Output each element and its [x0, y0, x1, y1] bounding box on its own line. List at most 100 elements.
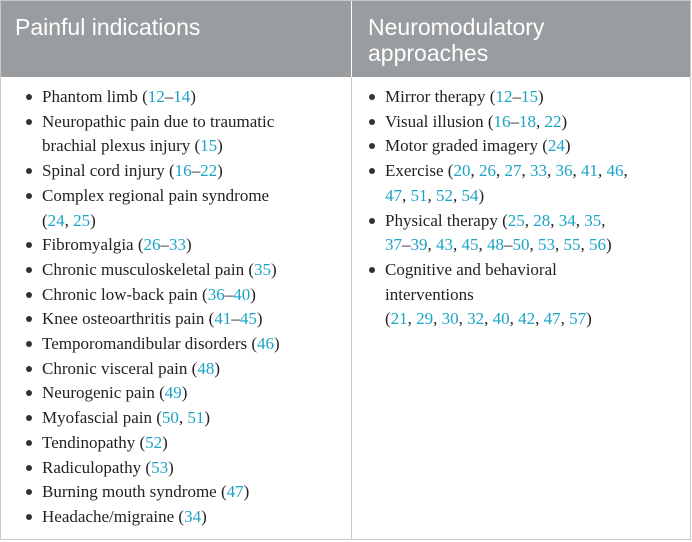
reference-link[interactable]: 34 [184, 506, 202, 526]
reference-link[interactable]: 16 [174, 161, 192, 181]
reference-link[interactable]: 14 [173, 87, 191, 106]
reference-link[interactable]: 37 [385, 235, 402, 255]
reference-link[interactable]: 48 [197, 358, 215, 378]
header-text-line: Painful indications [15, 14, 201, 40]
item-text: ) [274, 334, 280, 354]
list-item: Chronic visceral pain (48) [25, 357, 351, 382]
reference-link[interactable]: 35 [584, 210, 602, 230]
reference-link[interactable]: 56 [589, 235, 606, 255]
reference-link[interactable]: 25 [73, 210, 91, 230]
reference-link[interactable]: 40 [492, 309, 510, 329]
item-text: Chronic visceral pain ( [42, 358, 198, 378]
list-item-line: 47, 51, 52, 54) [385, 184, 690, 209]
list-item-line: Myofascial pain (50, 51) [42, 406, 351, 431]
item-text: Fibromyalgia ( [42, 235, 144, 255]
item-text: brachial plexus injury ( [42, 136, 201, 156]
reference-link[interactable]: 41 [580, 161, 598, 181]
list-item: Chronic musculoskeletal pain (35) [25, 258, 351, 283]
reference-link[interactable]: 51 [410, 185, 428, 205]
list-item: Neurogenic pain (49) [25, 381, 351, 406]
reference-link[interactable]: 32 [467, 309, 485, 329]
reference-link[interactable]: 33 [169, 235, 187, 255]
reference-link[interactable]: 43 [436, 235, 453, 255]
item-text: ) [214, 358, 220, 378]
reference-link[interactable]: 36 [555, 161, 573, 181]
reference-link[interactable]: 34 [558, 210, 576, 230]
item-text: , [536, 111, 545, 131]
reference-link[interactable]: 16 [493, 111, 511, 131]
reference-link[interactable]: 47 [543, 309, 561, 329]
reference-link[interactable]: 55 [563, 235, 581, 255]
reference-link[interactable]: 53 [538, 235, 555, 255]
reference-link[interactable]: 22 [544, 111, 562, 131]
neuromodulatory-approaches-column: Mirror therapy (12–15)Visual illusion (1… [352, 77, 690, 539]
reference-link[interactable]: 20 [453, 161, 471, 181]
reference-link[interactable]: 45 [461, 235, 479, 255]
item-text: , [601, 210, 606, 230]
reference-link[interactable]: 39 [410, 235, 428, 255]
reference-link[interactable]: 15 [200, 136, 218, 156]
reference-link[interactable]: 29 [416, 309, 434, 329]
reference-link[interactable]: 40 [233, 284, 251, 304]
item-text: ) [243, 482, 250, 502]
reference-link[interactable]: 52 [436, 185, 453, 205]
reference-link[interactable]: 52 [145, 432, 163, 452]
reference-link[interactable]: 50 [512, 235, 530, 255]
item-text: , [575, 210, 585, 230]
reference-link[interactable]: 42 [518, 309, 536, 329]
reference-link[interactable]: 36 [207, 284, 225, 304]
item-text: Headache/migraine ( [42, 506, 185, 526]
item-text: , [484, 309, 493, 329]
painful-indications-list: Phantom limb (12–14)Neuropathic pain due… [25, 85, 351, 530]
reference-link[interactable]: 12 [495, 87, 513, 106]
item-text: , [623, 161, 628, 181]
reference-link[interactable]: 45 [239, 309, 257, 329]
reference-link[interactable]: 24 [47, 210, 65, 230]
list-item: Chronic low-back pain (36–40) [25, 283, 351, 308]
reference-link[interactable]: 54 [461, 185, 479, 205]
item-text: ) [586, 309, 592, 329]
reference-link[interactable]: 28 [533, 210, 551, 230]
list-item-line: Neurogenic pain (49) [42, 381, 351, 406]
item-text: , [521, 161, 530, 181]
reference-link[interactable]: 15 [520, 87, 538, 106]
reference-link[interactable]: 27 [504, 161, 522, 181]
reference-link[interactable]: 46 [606, 161, 624, 181]
list-item: Fibromyalgia (26–33) [25, 233, 351, 258]
reference-link[interactable]: 30 [441, 309, 459, 329]
reference-link[interactable]: 21 [390, 309, 408, 329]
item-text: , [433, 309, 442, 329]
list-item-line: Visual illusion (16–18, 22) [385, 110, 690, 135]
reference-link[interactable]: 33 [529, 161, 547, 181]
item-text: ) [564, 136, 571, 156]
item-text: Myofascial pain ( [42, 408, 162, 428]
reference-link[interactable]: 46 [257, 334, 275, 354]
reference-link[interactable]: 25 [507, 210, 525, 230]
list-item-line: Exercise (20, 26, 27, 33, 36, 41, 46, [385, 159, 690, 184]
reference-link[interactable]: 35 [253, 259, 271, 279]
item-text: ) [250, 284, 256, 304]
reference-link[interactable]: 53 [151, 457, 169, 477]
item-text: Temporomandibular disorders ( [42, 334, 258, 354]
reference-link[interactable]: 26 [143, 235, 161, 255]
list-item-line: Physical therapy (25, 28, 34, 35, [385, 209, 690, 234]
item-text: Knee osteoarthritis pain ( [42, 309, 215, 329]
item-text: , [407, 309, 417, 329]
item-text: ( [42, 210, 48, 230]
reference-link[interactable]: 26 [478, 161, 496, 181]
reference-link[interactable]: 24 [547, 136, 565, 156]
reference-link[interactable]: 51 [187, 408, 205, 428]
reference-link[interactable]: 41 [214, 309, 232, 329]
reference-link[interactable]: 57 [569, 309, 587, 329]
reference-link[interactable]: 49 [164, 383, 182, 403]
reference-link[interactable]: 47 [385, 185, 402, 205]
item-text: – [512, 87, 521, 106]
reference-link[interactable]: 12 [147, 87, 165, 106]
reference-link[interactable]: 48 [487, 235, 504, 255]
reference-link[interactable]: 50 [161, 408, 179, 428]
reference-link[interactable]: 22 [200, 161, 218, 181]
reference-link[interactable]: 47 [226, 482, 244, 502]
reference-link[interactable]: 18 [519, 111, 537, 131]
list-item-line: 37–39, 43, 45, 48–50, 53, 55, 56) [385, 233, 690, 258]
